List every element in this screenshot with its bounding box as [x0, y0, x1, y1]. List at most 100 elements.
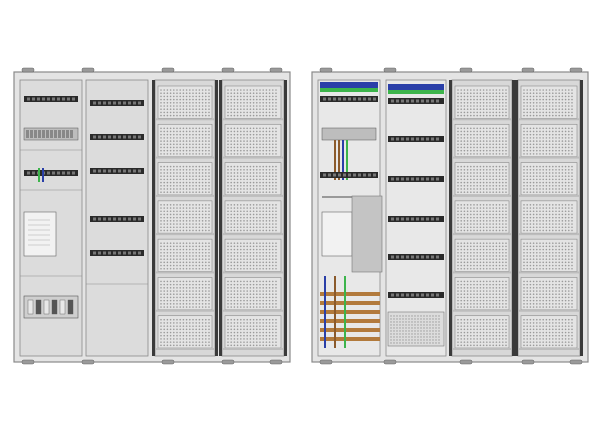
vent-hole: [502, 341, 504, 343]
vent-hole: [536, 322, 538, 324]
vent-hole: [470, 92, 472, 94]
vent-hole: [275, 334, 277, 337]
vent-hole: [259, 255, 261, 257]
vent-hole: [489, 303, 491, 305]
vent-hole: [195, 127, 197, 130]
vent-hole: [189, 303, 191, 305]
vent-hole: [259, 226, 261, 229]
vent-hole: [505, 143, 507, 146]
vent-hole: [486, 322, 488, 324]
vent-hole: [275, 242, 277, 244]
vent-hole: [230, 213, 232, 216]
vent-hole: [479, 328, 482, 331]
mounting-lug: [21, 359, 35, 365]
vent-hole: [230, 283, 232, 286]
vent-hole: [192, 338, 194, 340]
vent-hole: [463, 325, 466, 327]
rail-module: [411, 293, 414, 297]
vent-hole: [179, 229, 181, 232]
vent-hole: [163, 226, 165, 229]
vent-hole: [166, 102, 169, 104]
vent-divider: [453, 194, 511, 197]
vent-hole: [552, 344, 554, 347]
grille-hole: [411, 318, 413, 320]
wire: [334, 140, 336, 180]
vent-hole: [240, 264, 242, 267]
vent-hole: [498, 114, 501, 117]
vent-hole: [548, 114, 551, 117]
vent-hole: [192, 146, 194, 149]
vent-hole: [536, 290, 538, 292]
vent-hole: [502, 210, 504, 213]
vent-hole: [473, 137, 475, 139]
vent-hole: [195, 213, 197, 216]
vent-hole: [268, 105, 271, 107]
vent-hole: [236, 245, 239, 248]
vent-hole: [179, 143, 181, 146]
vent-hole: [201, 207, 204, 209]
vent-hole: [479, 98, 482, 101]
vent-hole: [208, 140, 210, 142]
vent-hole: [564, 328, 567, 331]
vent-hole: [195, 175, 197, 177]
vent-hole: [249, 111, 252, 114]
vent-hole: [473, 220, 475, 222]
vent-hole: [259, 105, 261, 107]
vent-hole: [233, 328, 236, 331]
grille-hole: [438, 324, 440, 326]
vent-hole: [252, 89, 255, 91]
vent-hole: [208, 143, 210, 146]
vent-hole: [182, 140, 185, 142]
vent-hole: [249, 146, 252, 149]
vent-hole: [539, 344, 541, 347]
vent-hole: [473, 283, 475, 286]
vent-hole: [259, 229, 261, 232]
vent-hole: [536, 334, 538, 337]
vent-hole: [502, 287, 504, 289]
vent-hole: [189, 242, 191, 244]
vent-hole: [473, 143, 475, 146]
vent-hole: [542, 137, 544, 139]
vent-hole: [463, 89, 466, 91]
vent-hole: [185, 267, 188, 270]
vent-hole: [479, 287, 482, 289]
vent-hole: [536, 114, 538, 117]
vent-hole: [160, 325, 162, 327]
vent-hole: [489, 133, 491, 136]
vent-hole: [265, 283, 268, 286]
vent-hole: [268, 89, 271, 91]
vent-hole: [195, 328, 197, 331]
vent-hole: [545, 133, 548, 136]
vent-hole: [240, 226, 242, 229]
vent-hole: [240, 261, 242, 264]
vent-hole: [523, 213, 525, 216]
vent-hole: [489, 149, 491, 152]
vent-hole: [460, 204, 463, 206]
vent-hole: [470, 89, 472, 91]
vent-hole: [498, 226, 501, 229]
vent-hole: [466, 223, 469, 225]
vent-hole: [523, 261, 525, 264]
vent-hole: [564, 127, 567, 130]
vent-hole: [476, 334, 479, 337]
vent-hole: [457, 248, 459, 251]
vent-hole: [568, 255, 570, 257]
vent-hole: [505, 267, 507, 270]
vent-hole: [246, 242, 248, 244]
vent-hole: [529, 296, 532, 299]
vent-hole: [249, 303, 252, 305]
vent-hole: [536, 165, 538, 168]
vent-hole: [205, 146, 207, 149]
vent-hole: [473, 299, 475, 302]
vent-hole: [532, 133, 535, 136]
vent-hole: [536, 306, 538, 308]
vent-hole: [201, 153, 204, 155]
vent-hole: [552, 114, 554, 117]
vent-hole: [230, 108, 232, 110]
vent-hole: [236, 318, 239, 321]
vent-hole: [532, 95, 535, 98]
vent-hole: [185, 149, 188, 152]
vent-hole: [529, 105, 532, 107]
vent-hole: [182, 207, 185, 209]
vent-hole: [545, 105, 548, 107]
